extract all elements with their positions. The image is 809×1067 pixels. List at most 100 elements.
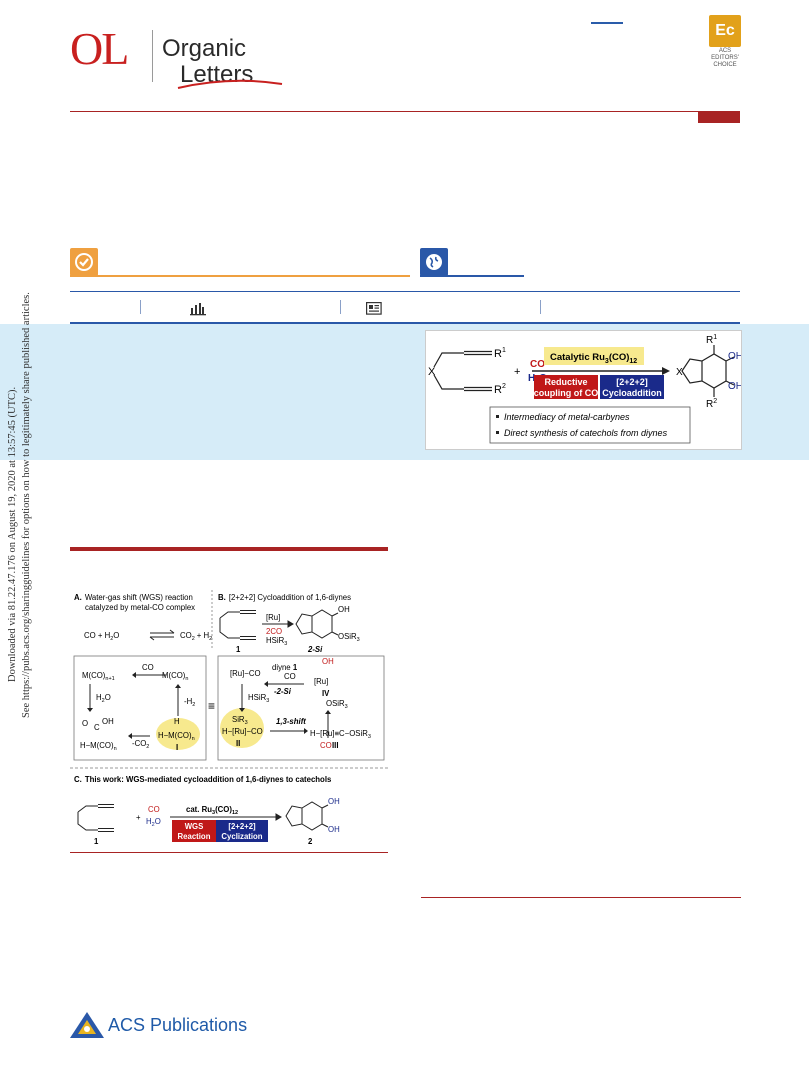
metrics-bar-top: [70, 291, 740, 292]
svg-text:-CO2: -CO2: [132, 739, 149, 750]
svg-text:OH: OH: [728, 351, 741, 362]
acs-logo-icon[interactable]: [68, 1010, 106, 1040]
bar-chart-icon[interactable]: [190, 302, 206, 316]
svg-text:CO + H2O: CO + H2O: [84, 631, 119, 642]
svg-text:1: 1: [94, 837, 99, 846]
svg-text:+: +: [514, 366, 520, 378]
header-link[interactable]: [591, 22, 623, 24]
svg-text:+: +: [136, 813, 141, 822]
svg-text:R1: R1: [706, 334, 717, 346]
svg-text:2: 2: [308, 837, 313, 846]
svg-text:HSiR3: HSiR3: [266, 636, 287, 647]
globe-rule: [420, 275, 524, 277]
svg-text:III: III: [332, 741, 339, 750]
toc-graphic: X R1 R2 + CO H2O Catalytic Ru3(CO)12 Red…: [425, 330, 743, 450]
svg-text:-H2: -H2: [184, 697, 195, 708]
svg-text:OH: OH: [322, 657, 334, 666]
svg-text:H2O: H2O: [96, 693, 111, 704]
svg-text:catalyzed by metal-CO complex: catalyzed by metal-CO complex: [85, 603, 195, 612]
svg-text:coupling of CO: coupling of CO: [534, 388, 599, 398]
metrics-divider: [140, 300, 141, 314]
editors-choice-badge[interactable]: Ec: [709, 15, 741, 47]
svg-text:B.[2+2+2] Cycloaddition of 1,6: B.[2+2+2] Cycloaddition of 1,6-diynes: [218, 593, 351, 602]
checkmark-icon: [75, 253, 93, 271]
svg-text:Reaction: Reaction: [178, 832, 211, 841]
open-access-badge[interactable]: [70, 248, 98, 276]
svg-text:OSiR3: OSiR3: [338, 632, 360, 643]
svg-text:OH: OH: [328, 797, 340, 806]
svg-text:M(CO)n+1: M(CO)n+1: [82, 671, 115, 682]
svg-text:CO: CO: [284, 672, 296, 681]
svg-text:H2O: H2O: [146, 817, 161, 828]
acs-publications-text[interactable]: ACS Publications: [108, 1015, 248, 1035]
footnote-rule: [421, 897, 741, 898]
svg-text:1,3-shift: 1,3-shift: [276, 717, 306, 726]
svg-text:II: II: [236, 739, 240, 748]
svg-text:-2-Si: -2-Si: [274, 687, 292, 696]
article-icon[interactable]: [366, 302, 382, 315]
svg-text:[2+2+2]: [2+2+2]: [228, 822, 256, 831]
svg-text:CO: CO: [142, 663, 154, 672]
journal-name-line2: Letters: [180, 61, 254, 88]
figure-rule-top: [70, 547, 388, 551]
svg-text:cat. Ru3(CO)12: cat. Ru3(CO)12: [186, 805, 238, 816]
svg-text:OH: OH: [328, 825, 340, 834]
svg-text:X: X: [428, 366, 436, 378]
svg-text:Catalytic Ru3(CO)12: Catalytic Ru3(CO)12: [550, 352, 637, 365]
svg-text:CO: CO: [148, 805, 160, 814]
svg-text:OH: OH: [338, 605, 350, 614]
svg-text:Cycloaddition: Cycloaddition: [602, 388, 662, 398]
header-rule: [70, 111, 740, 112]
metrics-divider: [340, 300, 341, 314]
svg-text:IV: IV: [322, 689, 330, 698]
journal-name-line1: Organic: [162, 35, 247, 62]
editors-choice-text: ACS EDITORS' CHOICE: [711, 48, 739, 68]
globe-badge[interactable]: [420, 248, 448, 276]
svg-text:R1: R1: [494, 347, 506, 360]
figure-rule-bottom: [70, 852, 388, 853]
svg-text:CO: CO: [320, 741, 332, 750]
figure-1: A.Water-gas shift (WGS) reaction catalyz…: [70, 590, 388, 846]
svg-text:OH: OH: [728, 381, 741, 392]
svg-text:2CO: 2CO: [266, 627, 282, 636]
header-tab: [698, 111, 740, 123]
svg-text:1: 1: [236, 645, 241, 654]
svg-text:WGS: WGS: [185, 822, 204, 831]
journal-logo-ol: OL: [70, 23, 129, 74]
svg-text:M(CO)n: M(CO)n: [162, 671, 188, 682]
svg-text:O: O: [82, 719, 88, 728]
svg-text:[2+2+2]: [2+2+2]: [616, 377, 648, 387]
panel-a-title: A.Water-gas shift (WGS) reaction: [74, 593, 193, 602]
svg-text:CO: CO: [530, 359, 545, 370]
svg-text:CO2+ H2: CO2+ H2: [180, 631, 212, 642]
svg-text:OH: OH: [102, 717, 114, 726]
toc-scheme: X R1 R2 + CO H2O Catalytic Ru3(CO)12 Red…: [428, 334, 743, 444]
logo-divider: [152, 30, 153, 82]
metrics-bar-bottom: [70, 322, 740, 324]
svg-text:I: I: [176, 743, 178, 752]
svg-text:SiR3: SiR3: [232, 715, 248, 726]
svg-text:OSiR3: OSiR3: [326, 699, 348, 710]
svg-text:H: H: [174, 717, 180, 726]
globe-icon: [426, 254, 442, 270]
svg-text:2-Si: 2-Si: [307, 645, 323, 654]
download-watermark: Downloaded via 81.22.47.176 on August 19…: [7, 386, 18, 682]
svg-text:H−M(CO)n: H−M(CO)n: [80, 741, 117, 752]
svg-text:Cyclization: Cyclization: [221, 832, 262, 841]
svg-text:C.This work: WGS-mediated cycl: C.This work: WGS-mediated cycloaddition …: [74, 775, 332, 784]
svg-text:H−[Ru]≡C−OSiR3: H−[Ru]≡C−OSiR3: [310, 729, 371, 740]
svg-text:≡: ≡: [208, 699, 215, 713]
svg-text:H−M(CO)n: H−M(CO)n: [158, 731, 195, 742]
sharing-watermark[interactable]: See https://pubs.acs.org/sharingguidelin…: [21, 292, 32, 718]
svg-text:R2: R2: [706, 398, 717, 410]
svg-text:Intermediacy of metal-carbynes: Intermediacy of metal-carbynes: [504, 412, 630, 422]
svg-text:[Ru]: [Ru]: [266, 613, 280, 622]
open-access-rule: [70, 275, 410, 277]
svg-text:C: C: [94, 723, 100, 732]
journal-swoosh-icon: [177, 79, 283, 89]
svg-text:HSiR3: HSiR3: [248, 693, 269, 704]
svg-text:[Ru]−CO: [Ru]−CO: [230, 669, 261, 678]
svg-text:X: X: [676, 367, 683, 378]
svg-text:Reductive: Reductive: [544, 377, 587, 387]
svg-text:R2: R2: [494, 383, 506, 396]
